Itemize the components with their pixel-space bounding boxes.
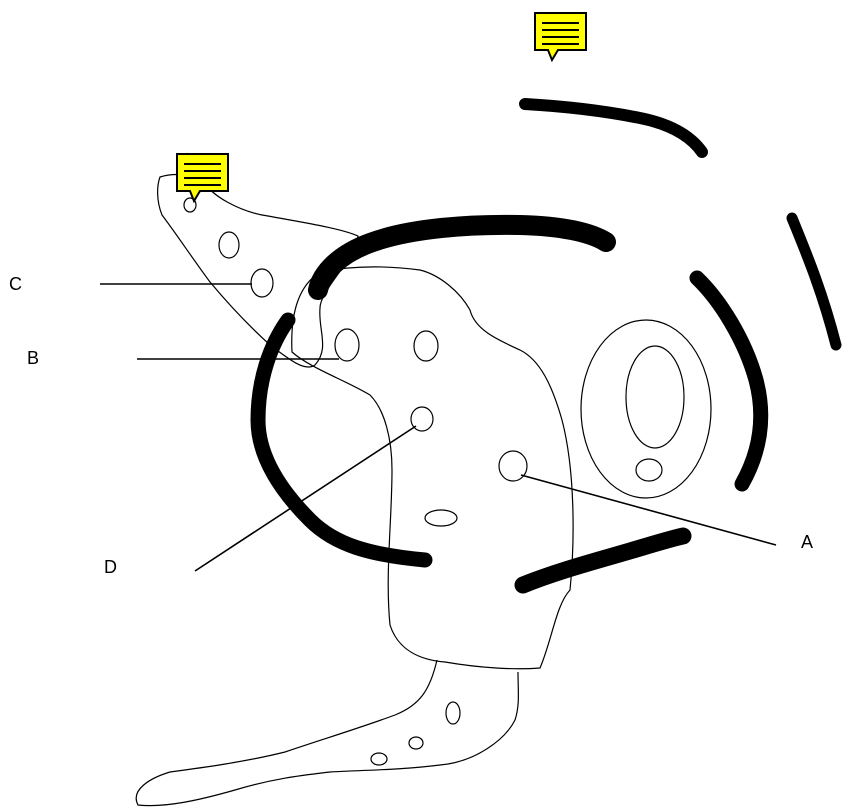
lower-limb-outline [135,659,519,807]
central-oval-2 [413,330,439,362]
limb-oval-1 [445,701,461,725]
thick-arc-bottom [514,527,692,594]
thick-arc-right-inner [689,270,769,492]
small-ring [635,458,663,482]
thick-arc-right-outer [786,212,842,351]
leader-line-a [520,474,777,546]
central-oval-a [498,450,528,482]
central-oval-b [334,328,360,362]
central-body-outline [291,266,574,670]
left-lobe-oval-3 [250,268,274,298]
left-lobe-oval-1 [183,197,197,213]
left-lobe-outline [157,173,359,368]
outer-ring [580,319,712,499]
thick-arc-top [519,98,708,158]
label-b: B [27,348,40,368]
label-c: C [9,274,22,294]
sticky-note-icon[interactable] [534,12,588,63]
thick-arc-left [250,312,433,568]
label-a: A [801,532,814,552]
limb-oval-3 [370,752,388,766]
left-lobe-oval-2 [218,231,240,259]
sticky-note-icon[interactable] [176,153,230,204]
central-oval-d [410,406,434,432]
inner-ring [625,345,685,449]
limb-oval-2 [408,736,424,750]
thick-arc-upper [308,214,616,300]
central-oval-flat [424,509,458,527]
label-d: D [104,557,117,577]
leader-line-d [194,425,417,572]
